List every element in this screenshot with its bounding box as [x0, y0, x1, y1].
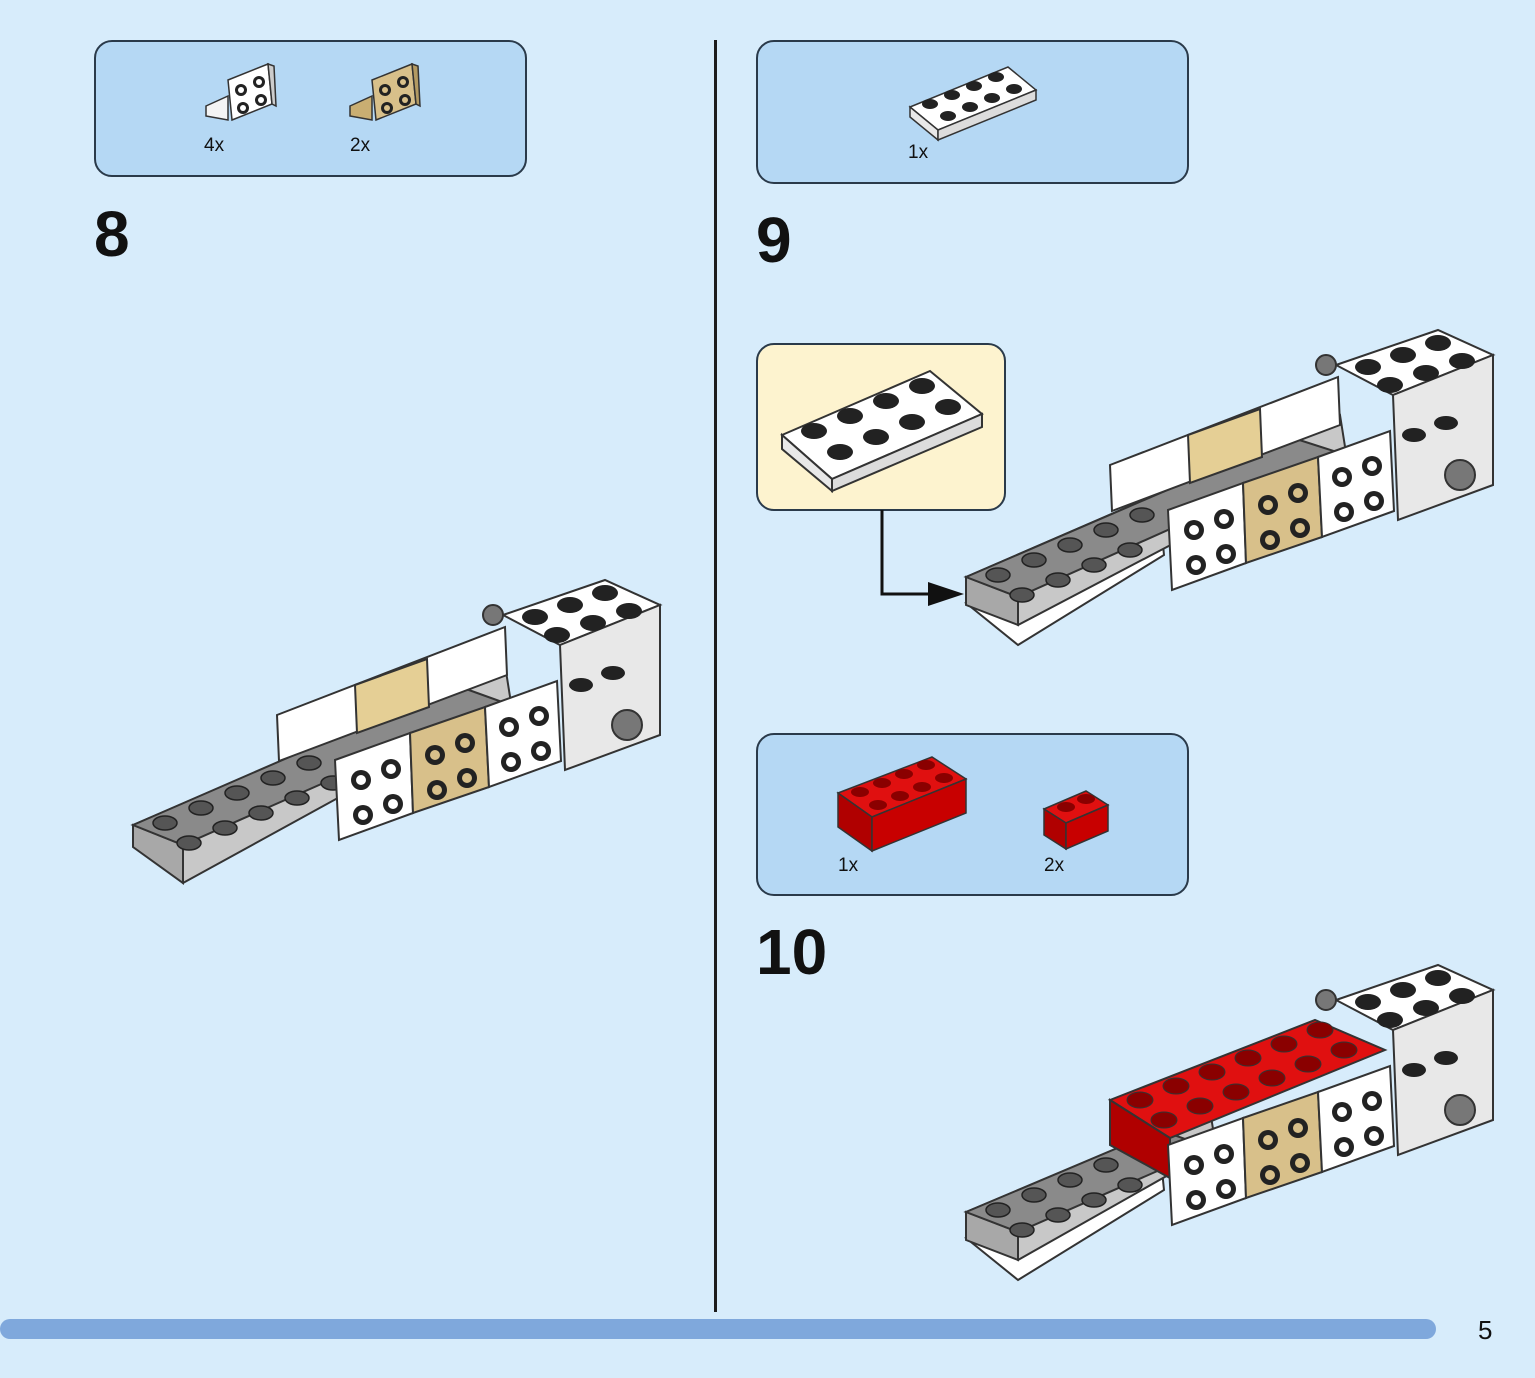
step-number: 8: [94, 198, 130, 270]
model-assembly-step-8: [130, 578, 663, 885]
step-number: 10: [756, 916, 828, 988]
part-qty: 1x: [908, 142, 929, 163]
page-number: 5: [1478, 1315, 1493, 1345]
red-brick-1x2-icon: [1042, 790, 1110, 851]
white-plate-icon: [908, 66, 1038, 142]
part-qty: 2x: [350, 135, 371, 156]
model-assembly-step-10: [963, 963, 1496, 1282]
model-assembly-step-9: [963, 328, 1496, 647]
red-brick-2x4-icon: [836, 756, 968, 853]
parts-list-step-8: 4x 2x: [94, 40, 527, 177]
part-qty: 2x: [1044, 855, 1065, 876]
page-progress-bar: [0, 1319, 1436, 1339]
white-bracket-icon: [205, 62, 277, 122]
step-number: 9: [756, 204, 792, 276]
part-qty: 4x: [204, 135, 225, 156]
white-plate-2x4-callout: [780, 369, 984, 494]
part-qty: 1x: [838, 855, 859, 876]
column-divider: [714, 40, 717, 1312]
placement-callout: [756, 343, 1006, 511]
parts-list-step-10: 1x 2x: [756, 733, 1189, 896]
parts-list-step-9: 1x: [756, 40, 1189, 184]
placement-arrow: [880, 510, 964, 606]
tan-bracket-icon: [349, 62, 421, 122]
